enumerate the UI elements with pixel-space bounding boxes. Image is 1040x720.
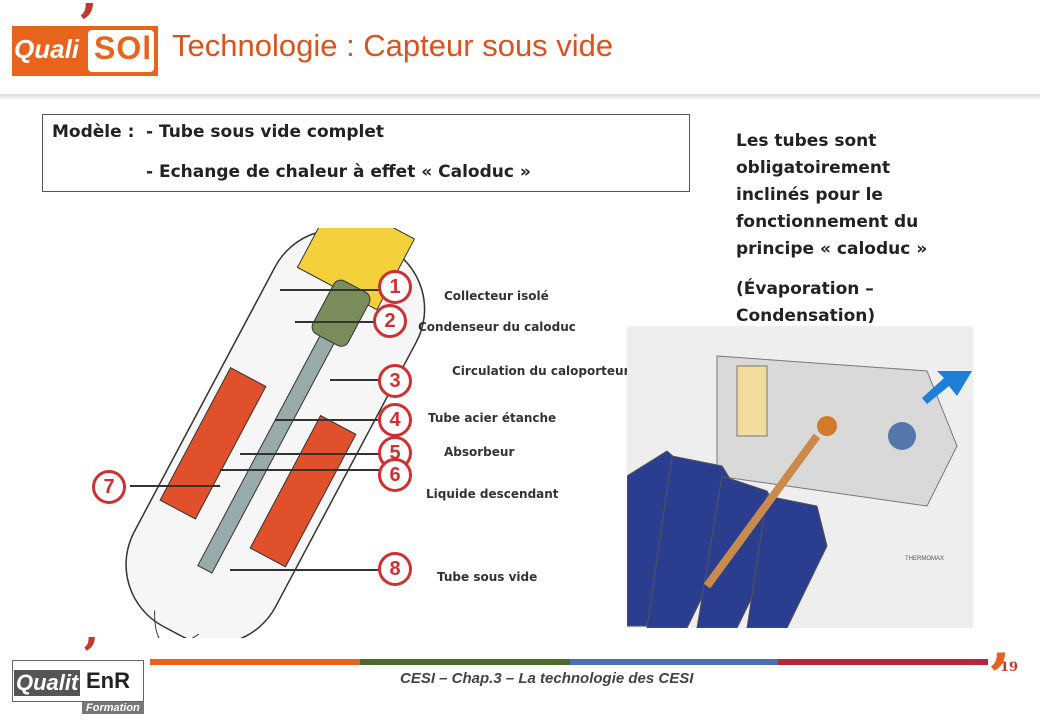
footer-line-red xyxy=(778,659,988,665)
collector-photo-illustration xyxy=(627,326,973,628)
label-condenseur: Condenseur du caloduc xyxy=(418,320,576,334)
marker-8: 8 xyxy=(378,552,412,586)
qualisol-logo-sol: SOl xyxy=(94,30,153,66)
label-collecteur: Collecteur isolé xyxy=(444,289,549,303)
model-label: Modèle : xyxy=(52,122,135,142)
page-title: Technologie : Capteur sous vide xyxy=(172,28,614,63)
qualitenr-logo-apostrophe: ’ xyxy=(82,628,99,684)
footer-text: CESI – Chap.3 – La technologie des CESI xyxy=(400,670,694,687)
model-line-2: - Echange de chaleur à effet « Caloduc » xyxy=(146,162,531,182)
qualisol-logo-quali: Quali xyxy=(14,34,80,64)
qualitenr-logo-formation: Formation xyxy=(82,702,144,714)
header-band xyxy=(0,0,1040,94)
photo-watermark: THERMOMAX xyxy=(905,556,944,562)
page-apostrophe: ’ xyxy=(988,640,1011,715)
side-paragraph-2: (Évaporation – Condensation) xyxy=(736,279,876,326)
label-absorbeur: Absorbeur xyxy=(444,445,515,459)
model-line-1: - Tube sous vide complet xyxy=(146,122,385,142)
marker-4: 4 xyxy=(378,403,412,437)
page-number: 19 xyxy=(1000,660,1019,675)
footer-line-orange xyxy=(150,659,360,665)
label-liquide: Liquide descendant xyxy=(426,487,559,501)
footer-line-green xyxy=(360,659,570,665)
label-tube-sous-vide: Tube sous vide xyxy=(437,570,538,584)
qualitenr-logo-quali: Qualit xyxy=(14,670,81,696)
marker-7: 7 xyxy=(92,470,126,504)
marker-2: 2 xyxy=(373,304,407,338)
qualitenr-logo-enr: EnR xyxy=(86,668,130,693)
qualisol-logo-sol-bg xyxy=(88,30,154,72)
label-tube-acier: Tube acier étanche xyxy=(428,411,557,425)
model-box xyxy=(42,114,690,192)
footer-line-blue xyxy=(570,659,778,665)
tube-diagram xyxy=(125,228,426,638)
marker-1: 1 xyxy=(378,270,412,304)
label-circulation: Circulation du caloporteur xyxy=(452,364,630,378)
marker-6: 6 xyxy=(378,458,412,492)
header-shadow xyxy=(0,94,1040,100)
marker-3: 3 xyxy=(378,364,412,398)
collector-photo xyxy=(627,326,973,628)
side-paragraph-1: Les tubes sont obligatoirement inclinés … xyxy=(736,131,928,259)
qualisol-logo-apostrophe: ’ xyxy=(78,0,98,58)
